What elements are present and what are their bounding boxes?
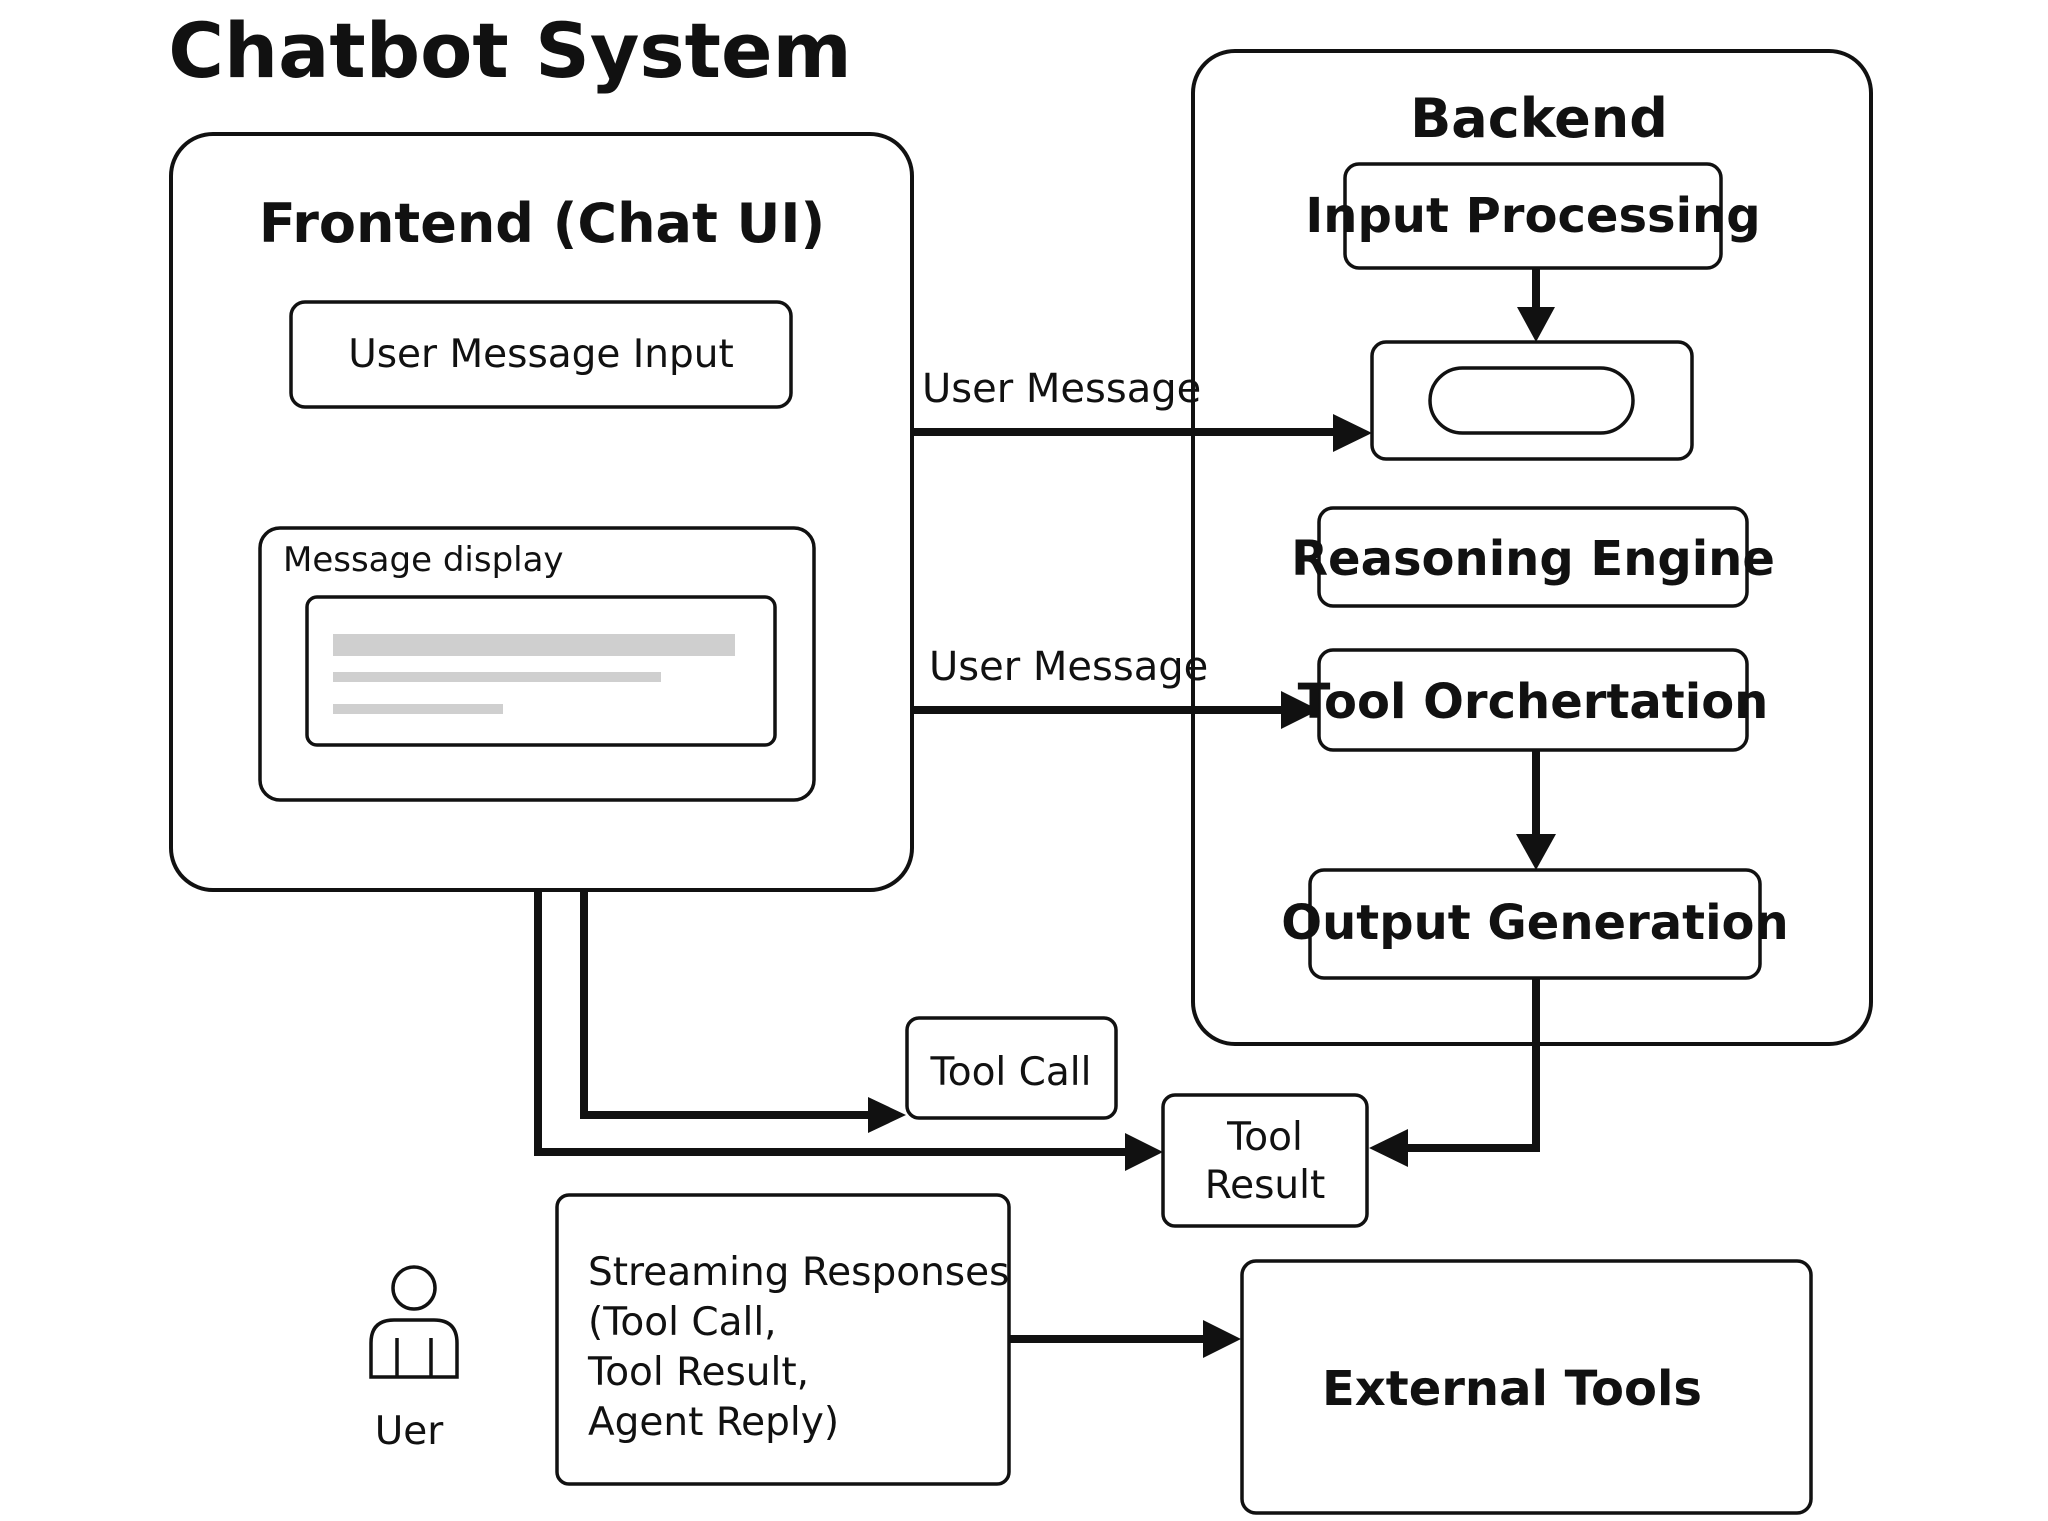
person-icon-head	[391, 1265, 437, 1311]
output-generation-to-tool-result-arrowhead	[1369, 1129, 1408, 1167]
input-processing-to-node-arrowhead	[1517, 307, 1555, 342]
frontend-to-tool-result-arrowhead	[1125, 1133, 1163, 1171]
user-message-input-box[interactable]	[289, 300, 793, 409]
tool-orchestration-to-output-arrowhead	[1516, 834, 1556, 870]
streaming-responses-line-4: Agent Reply)	[588, 1400, 839, 1445]
tool-result-node: Tool Result	[1161, 1093, 1369, 1228]
streaming-responses-line-1: Streaming Responses	[588, 1250, 1009, 1295]
reasoning-engine-box	[1317, 506, 1749, 608]
user-message-top-label: User Message	[922, 366, 1201, 412]
output-generation-to-tool-result-line	[1406, 978, 1540, 1152]
streaming-to-external-tools-arrowhead	[1203, 1320, 1241, 1358]
tool-result-label-line-2: Result	[1205, 1163, 1326, 1208]
tool-result-label-line-1: Tool	[1226, 1115, 1303, 1160]
external-tools-node: External Tools	[1240, 1259, 1813, 1515]
user-node: Uer	[369, 1265, 459, 1454]
processing-node-pill	[1428, 366, 1635, 435]
streaming-responses-line-3: Tool Result,	[587, 1350, 809, 1395]
frontend-title: Frontend (Chat UI)	[259, 192, 825, 255]
output-generation-label: Output Generation	[1281, 895, 1788, 951]
external-tools-label: External Tools	[1322, 1361, 1702, 1417]
frontend-to-backend-top-arrowhead	[1333, 414, 1372, 452]
connectors	[534, 268, 1556, 1358]
message-preview-line-2	[333, 672, 661, 682]
frontend-to-tool-call-line	[580, 890, 870, 1119]
frontend-section: Frontend (Chat UI) User Message Input Me…	[169, 132, 914, 892]
person-icon	[369, 1318, 459, 1379]
user-label: Uer	[375, 1409, 445, 1454]
message-display-label: Message display	[283, 540, 564, 580]
user-message-middle-label: User Message	[929, 644, 1208, 690]
frontend-to-tool-call-arrowhead	[868, 1097, 906, 1133]
backend-title: Backend	[1410, 87, 1668, 150]
streaming-responses-line-2: (Tool Call,	[588, 1300, 777, 1345]
tool-call-node: Tool Call	[905, 1016, 1118, 1120]
tool-call-label: Tool Call	[930, 1050, 1092, 1095]
reasoning-engine-label: Reasoning Engine	[1291, 531, 1775, 587]
user-message-input-label: User Message Input	[348, 332, 734, 377]
input-processing-label: Input Processing	[1305, 188, 1760, 244]
message-preview-line-1	[333, 634, 735, 656]
streaming-responses-node: Streaming Responses (Tool Call, Tool Res…	[555, 1193, 1011, 1486]
backend-section: Backend Input Processing Reasoning Engin…	[1191, 49, 1873, 1046]
message-preview-card	[305, 595, 777, 747]
tool-call-box	[905, 1016, 1118, 1120]
frontend-to-tool-result-line	[534, 890, 1127, 1156]
streaming-responses-box	[555, 1193, 1011, 1486]
tool-orchestration-label: Tool Orchertation	[1298, 674, 1769, 730]
diagram-title: Chatbot System	[168, 6, 851, 95]
message-preview-line-3	[333, 704, 503, 714]
tool-result-box	[1161, 1093, 1369, 1228]
frontend-to-tool-orchestration-arrowhead	[1281, 691, 1319, 729]
external-tools-box	[1240, 1259, 1813, 1515]
